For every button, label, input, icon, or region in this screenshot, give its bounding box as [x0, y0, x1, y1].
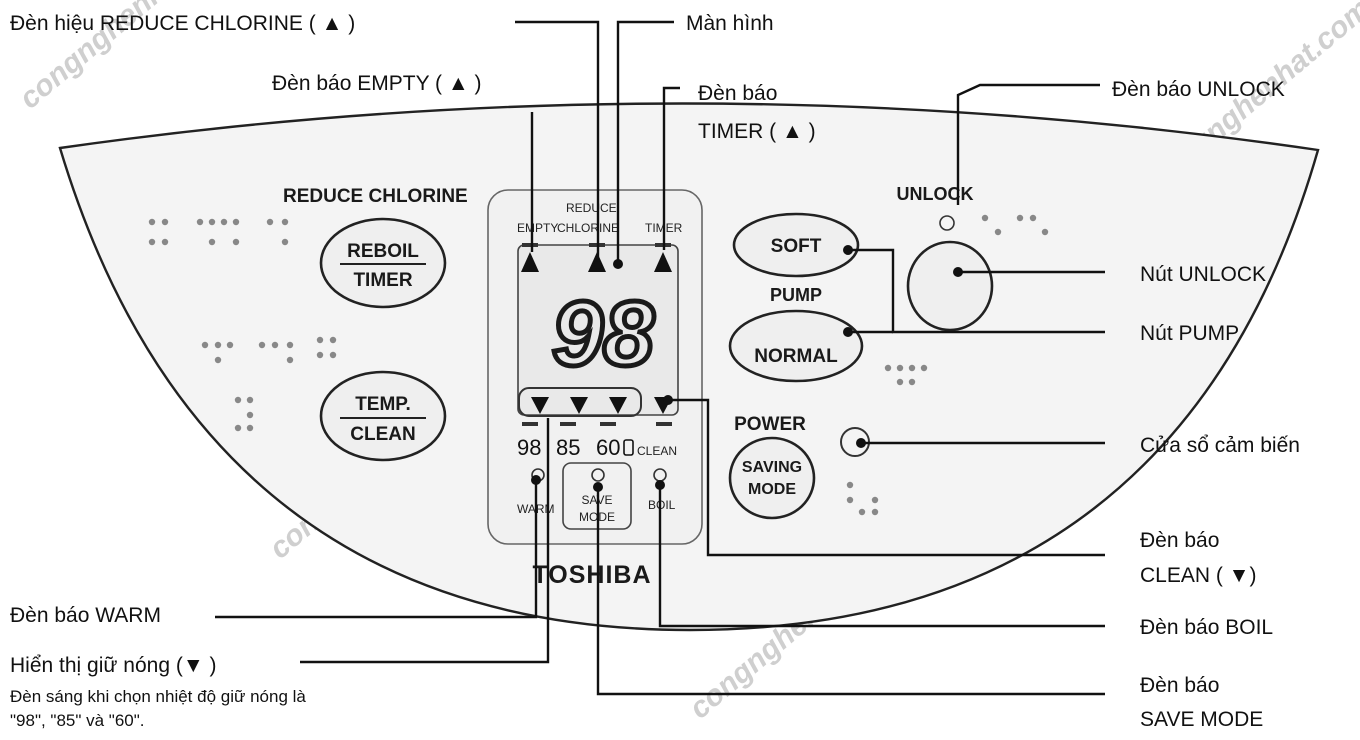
keep-warm-60-indicator-icon [609, 397, 627, 414]
saving-mode-button[interactable]: SAVING MODE [728, 436, 816, 520]
lcd-reduce-label: REDUCE [566, 201, 617, 215]
boil-lamp [653, 468, 667, 482]
callout-sensor-window: Cửa sổ cảm biến [1140, 434, 1300, 457]
soft-button[interactable]: SOFT [732, 212, 860, 278]
callout-screen: Màn hình [686, 12, 774, 35]
empty-indicator-icon [521, 252, 539, 272]
leader-lines [215, 20, 1105, 696]
keep-warm-note-line2: "98", "85" và "60". [10, 711, 145, 730]
saving-label: SAVING [742, 459, 802, 476]
clean-button-label: CLEAN [350, 424, 415, 445]
unlock-lamp [939, 215, 955, 231]
callout-save-mode-lamp-line1: Đèn báo [1140, 674, 1219, 697]
soft-label: SOFT [771, 236, 822, 257]
callout-keep-warm-display: Hiển thị giữ nóng (▼ ) [10, 654, 216, 677]
callout-clean-lamp-line1: Đèn báo [1140, 529, 1219, 552]
callout-warm-lamp: Đèn báo WARM [10, 604, 161, 627]
callout-boil-lamp: Đèn báo BOIL [1140, 616, 1273, 639]
reboil-label: REBOIL [347, 241, 419, 262]
lcd-chlorine-label: CHLORINE [557, 221, 619, 235]
lcd-empty-label: EMPTY [517, 221, 558, 235]
pump-label: PUMP [770, 285, 822, 305]
reboil-timer-button[interactable]: REBOIL TIMER [319, 217, 447, 309]
callout-empty-lamp: Đèn báo EMPTY ( ▲ ) [272, 72, 481, 95]
braille-dots [148, 214, 1049, 516]
callout-pump-button: Nút PUMP [1140, 322, 1239, 345]
temp-clean-button[interactable]: TEMP. CLEAN [319, 370, 447, 462]
timer-indicator-icon [654, 252, 672, 272]
callout-timer-lamp-line2: TIMER ( ▲ ) [698, 120, 816, 143]
save-mode-lamp [591, 468, 605, 482]
keep-warm-98-indicator-icon [531, 397, 549, 414]
callout-timer-lamp-line1: Đèn báo [698, 82, 777, 105]
water-icon [623, 439, 634, 456]
callout-unlock-lamp: Đèn báo UNLOCK [1112, 78, 1285, 101]
saving-mode-label: MODE [748, 481, 796, 498]
normal-label: NORMAL [754, 346, 838, 367]
power-label: POWER [734, 414, 806, 435]
lcd-digits: 98 [552, 283, 655, 385]
lcd-clean-label: CLEAN [637, 444, 677, 458]
callout-clean-lamp-line2: CLEAN ( ▼) [1140, 564, 1256, 587]
unlock-panel-label: UNLOCK [897, 184, 974, 204]
brand-logo: TOSHIBA [532, 561, 651, 589]
reduce-chlorine-label: REDUCE CHLORINE [283, 186, 468, 207]
keep-warm-note-line1: Đèn sáng khi chọn nhiệt độ giữ nóng là [10, 687, 306, 706]
temp-60-label: 60 [596, 435, 620, 460]
normal-button[interactable]: NORMAL [728, 309, 864, 383]
unlock-button[interactable] [906, 240, 994, 332]
boil-label: BOIL [648, 498, 676, 512]
temp-label: TEMP. [355, 394, 411, 415]
temp-85-label: 85 [556, 435, 580, 460]
callout-save-mode-lamp-line2: SAVE MODE [1140, 708, 1263, 731]
timer-label: TIMER [353, 270, 412, 291]
temp-98-label: 98 [517, 435, 541, 460]
callout-reduce-chlorine-lamp: Đèn hiệu REDUCE CHLORINE ( ▲ ) [10, 12, 355, 35]
keep-warm-85-indicator-icon [570, 397, 588, 414]
callout-unlock-button: Nút UNLOCK [1140, 263, 1266, 286]
